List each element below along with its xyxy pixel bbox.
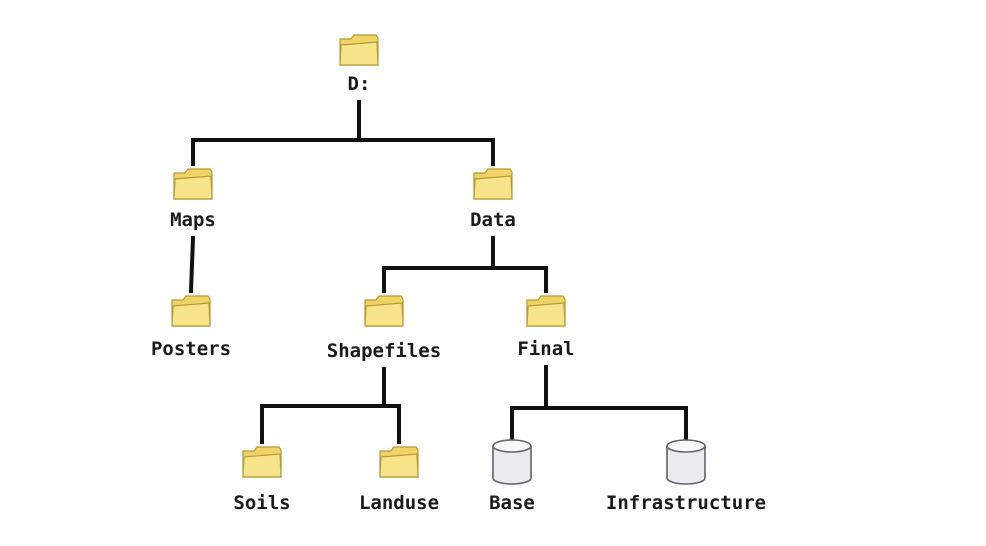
- tree-node-data: Data: [470, 168, 516, 231]
- node-label: Soils: [233, 492, 290, 514]
- folder-icon: [379, 446, 419, 478]
- node-label: Data: [470, 209, 516, 231]
- connector-maps-posters: [188, 235, 196, 294]
- folder-icon: [364, 295, 404, 327]
- folder-icon: [339, 34, 379, 66]
- node-label: Shapefiles: [327, 340, 441, 362]
- folder-icon: [173, 168, 213, 200]
- node-label: Landuse: [359, 492, 439, 514]
- tree-node-posters: Posters: [151, 295, 231, 360]
- node-label: Final: [517, 338, 574, 360]
- tree-node-final: Final: [517, 295, 575, 360]
- tree-node-base: Base: [489, 439, 535, 514]
- node-label: Maps: [170, 209, 216, 231]
- node-label: D:: [348, 73, 371, 95]
- tree-node-d: D:: [339, 34, 379, 95]
- tree-connectors: [188, 100, 688, 444]
- tree-node-landuse: Landuse: [359, 446, 439, 514]
- folder-icon: [171, 295, 211, 327]
- tree-node-soils: Soils: [233, 446, 291, 514]
- tree-node-infrastructure: Infrastructure: [606, 439, 766, 514]
- folder-icon: [242, 446, 282, 478]
- folder-icon: [473, 168, 513, 200]
- node-label: Posters: [151, 338, 231, 360]
- node-label: Base: [489, 492, 535, 514]
- database-icon: [492, 439, 532, 485]
- tree-node-maps: Maps: [170, 168, 216, 231]
- node-label: Infrastructure: [606, 492, 766, 514]
- tree-node-shapefiles: Shapefiles: [327, 295, 441, 362]
- database-icon: [666, 439, 706, 485]
- folder-icon: [526, 295, 566, 327]
